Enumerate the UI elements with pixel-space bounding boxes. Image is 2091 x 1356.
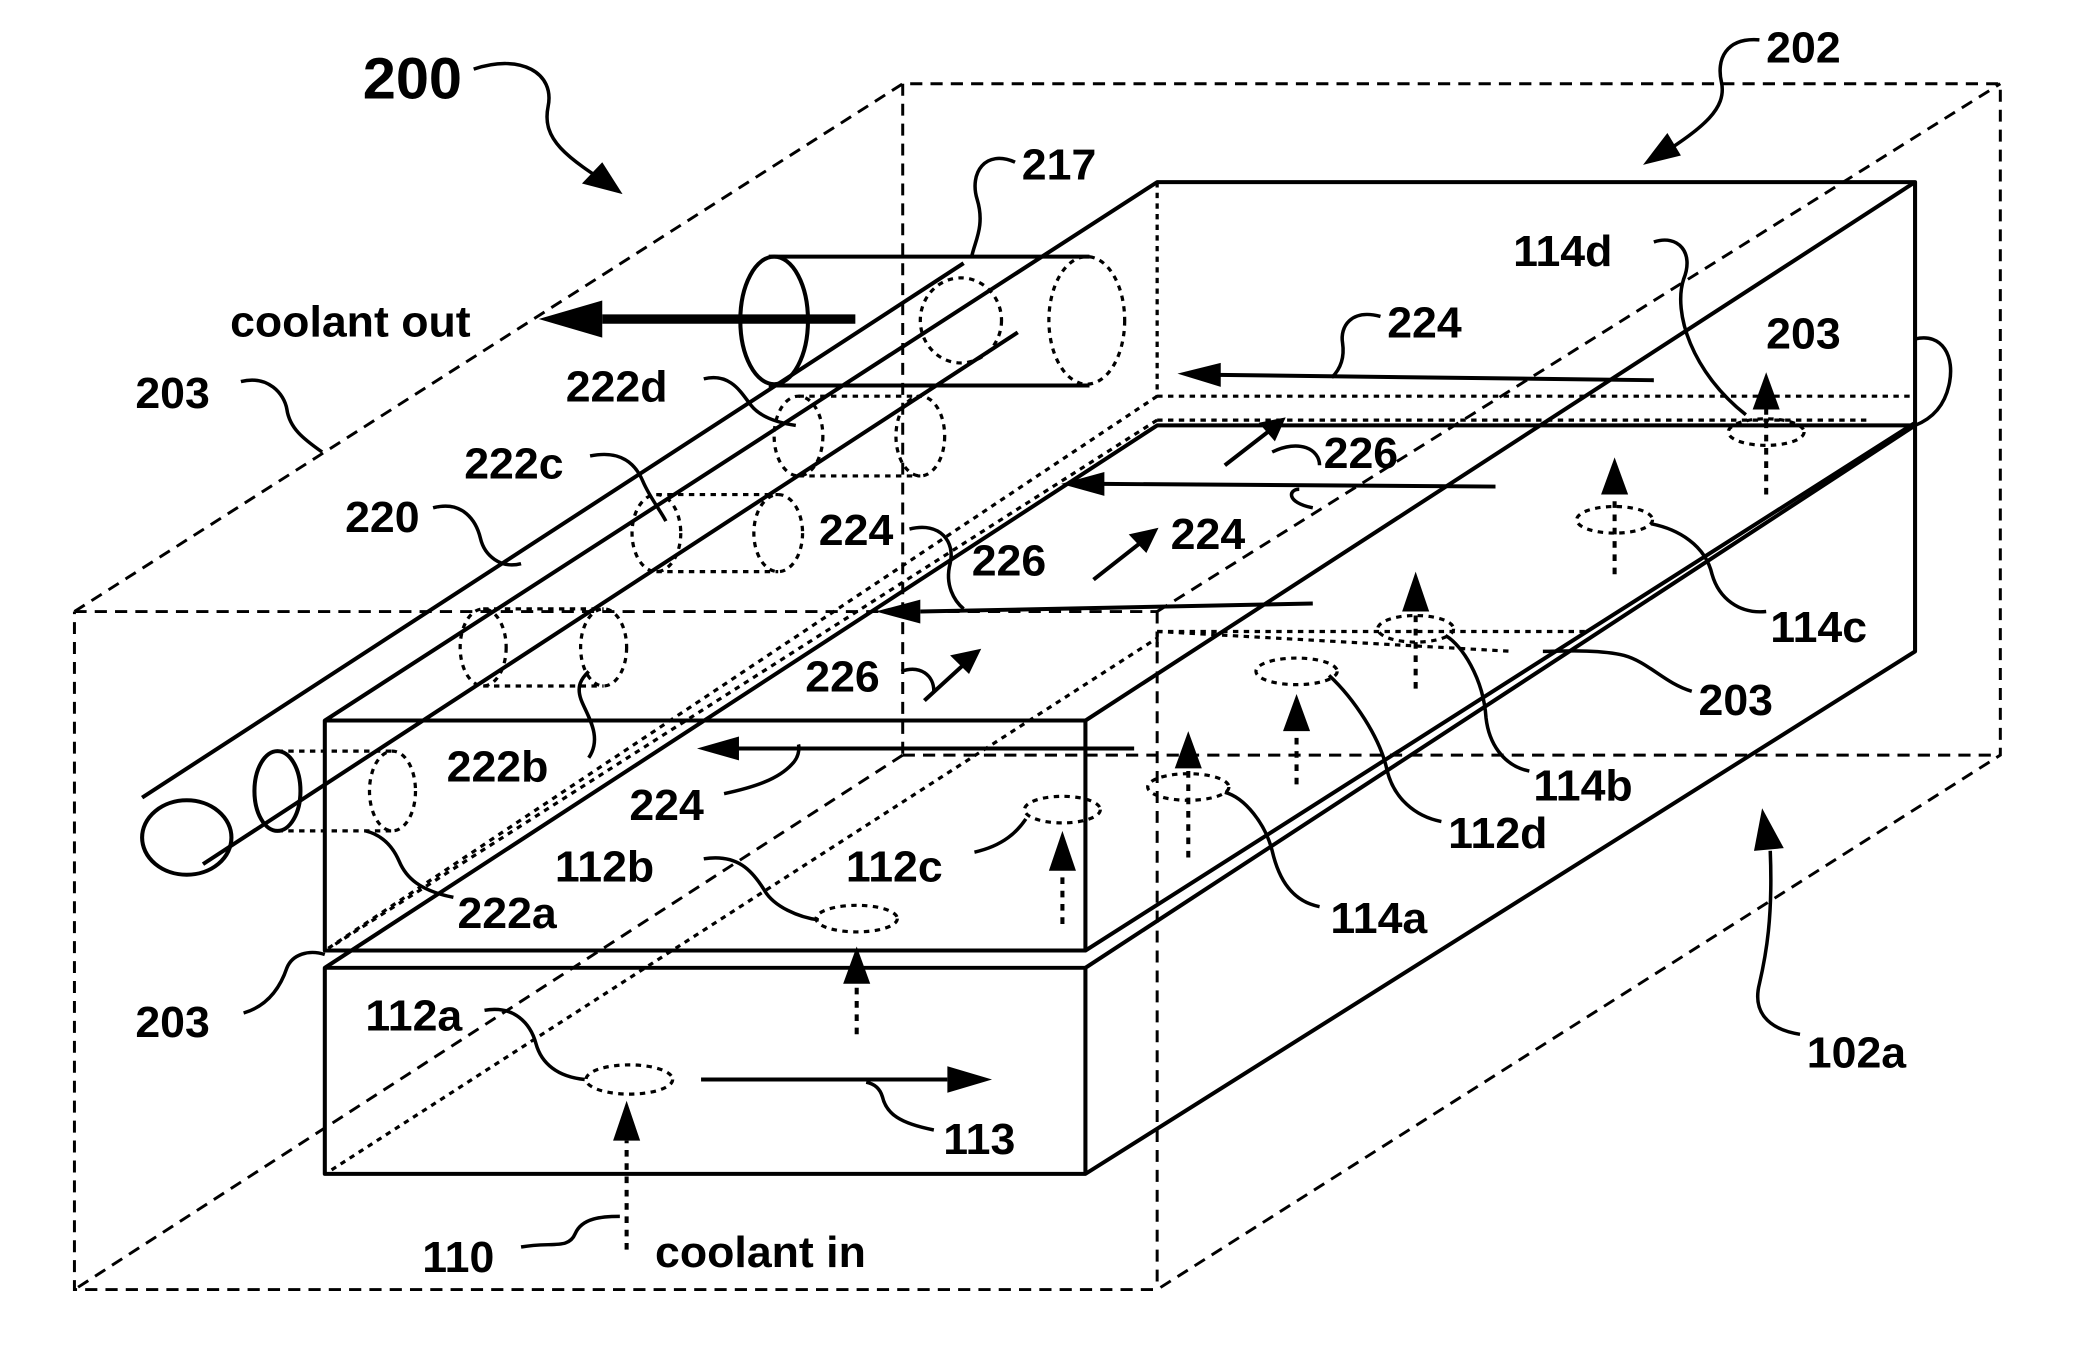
label-222b: 222b [447,743,549,792]
connector-222a [254,751,415,831]
label-222d: 222d [566,363,668,412]
label-224-mid-right: 224 [1171,510,1246,559]
label-203-left: 203 [135,369,210,418]
label-coolant-out: coolant out [230,298,471,347]
label-217: 217 [1022,141,1097,190]
label-coolant-in: coolant in [655,1228,866,1277]
connector-222b [460,609,626,686]
label-203-mid-right: 203 [1699,677,1774,726]
label-226-b: 226 [972,537,1047,586]
label-203-bottom-left: 203 [135,998,210,1047]
label-222c: 222c [464,440,563,489]
label-226-c: 226 [805,653,880,702]
label-112d: 112d [1448,810,1547,859]
label-113: 113 [943,1115,1015,1164]
label-220: 220 [345,493,420,542]
label-112c: 112c [846,843,943,892]
label-114d: 114d [1513,227,1612,276]
flow-arrow-113 [701,1066,992,1093]
label-112a: 112a [365,992,462,1041]
figure-ref-label: 200 [363,46,462,111]
label-102a: 102a [1807,1029,1907,1078]
inlet-ports [586,372,1804,1249]
label-226-a: 226 [1324,429,1399,478]
label-112b: 112b [555,843,654,892]
label-114c: 114c [1770,603,1867,652]
label-110: 110 [422,1234,494,1283]
label-224-bottom: 224 [629,782,704,831]
upper-block [325,182,1915,950]
label-114a: 114a [1330,895,1427,944]
label-222a: 222a [457,889,557,938]
label-114b: 114b [1533,762,1632,811]
label-203-top-right: 203 [1766,310,1841,359]
label-202: 202 [1766,24,1841,73]
label-224-mid-left: 224 [819,506,894,555]
labels: 200 coolant out coolant in 202 217 114d … [135,24,1906,1282]
label-224-top: 224 [1387,299,1462,348]
